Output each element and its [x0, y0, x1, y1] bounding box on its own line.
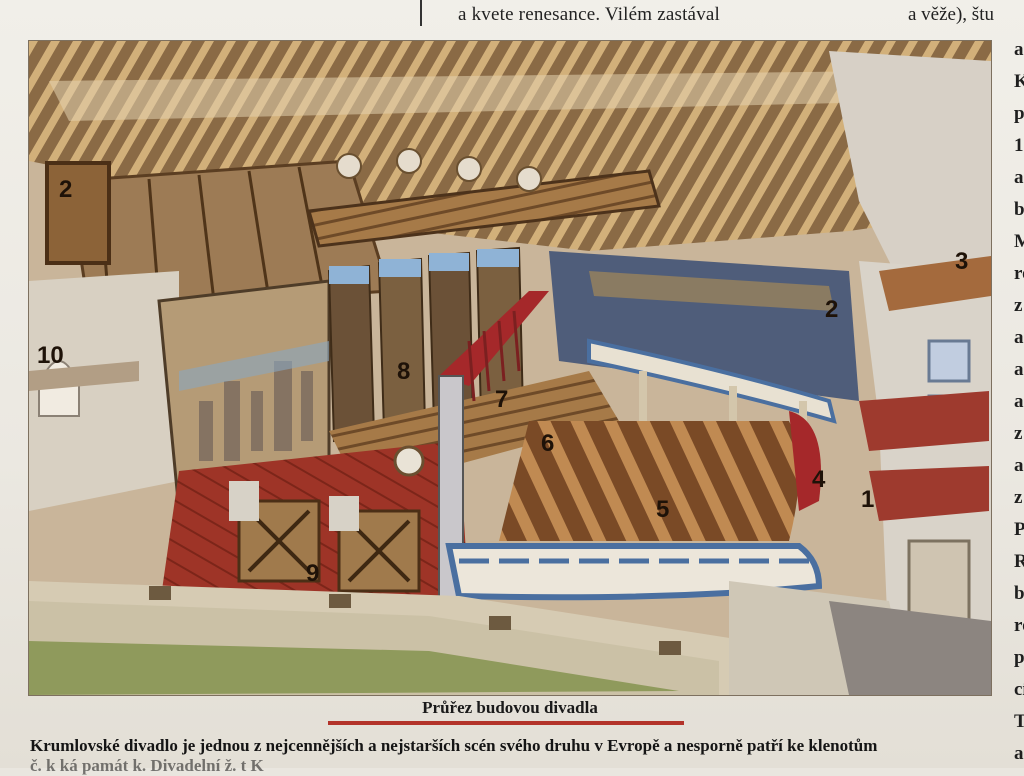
body-text-line-2: č. k ká památ k. Divadelní ž. t K [30, 756, 264, 775]
right-col-line: a [1014, 455, 1024, 476]
callout-label: 1 [861, 486, 874, 513]
callout-label: 7 [495, 386, 508, 413]
right-col-line: a [1014, 391, 1024, 412]
callout-label: 2 [825, 296, 838, 323]
right-col-line: by [1014, 583, 1024, 604]
callout-label: 2 [59, 176, 72, 203]
right-col-line: z [1014, 487, 1023, 508]
header-text-left: a kvete renesance. Vilém zastával [458, 4, 721, 25]
gallery-balcony [587, 338, 837, 424]
header-text-right: a věže), štu [908, 4, 994, 25]
figure-caption: Průřez budovou divadla [422, 698, 598, 717]
right-col-line: a [1014, 743, 1024, 764]
right-col-line: Ti [1014, 711, 1024, 732]
right-col-line: K [1014, 71, 1024, 92]
callout-label: 4 [812, 466, 826, 493]
column-rule [420, 0, 422, 26]
right-col-line: M [1014, 231, 1024, 252]
body-text-line-1: Krumlovské divadlo je jednou z nejcenněj… [30, 736, 878, 755]
grass-ground [29, 641, 679, 695]
callout-label: 10 [37, 342, 64, 369]
gable-wall [829, 51, 991, 301]
callout-label: 8 [397, 358, 410, 385]
right-col-line: 1 [1014, 135, 1024, 156]
callout-label: 5 [656, 496, 669, 523]
right-col-line: re [1014, 263, 1024, 284]
right-col-line: p [1014, 103, 1024, 124]
right-col-line: pr [1014, 647, 1024, 668]
right-col-line: b [1014, 199, 1024, 220]
right-col-line: z [1014, 423, 1023, 444]
right-col-line: R [1014, 551, 1024, 572]
callout-label: 6 [541, 430, 554, 457]
right-col-line: ro [1014, 615, 1024, 636]
right-col-line: P [1014, 519, 1024, 540]
auditorium-benches [499, 421, 799, 541]
right-col-line: a [1014, 39, 1024, 60]
right-col-line: z [1014, 295, 1023, 316]
stage-curtain [439, 291, 549, 386]
cutaway-drawing: 2 3 10 2 8 7 6 5 4 1 9 [29, 41, 991, 695]
right-col-line: a [1014, 359, 1024, 380]
right-col-line: a [1014, 167, 1024, 188]
callout-label: 3 [955, 248, 968, 275]
right-col-line: cí [1014, 679, 1024, 700]
right-column-fragments: a K p 1 a b M re z a a a z a z P R by ro… [1014, 34, 1024, 770]
theatre-cross-section-illustration: 2 3 10 2 8 7 6 5 4 1 9 [28, 40, 992, 696]
callout-label: 9 [306, 560, 319, 587]
caption-rule [328, 721, 684, 725]
right-col-line: a [1014, 327, 1024, 348]
